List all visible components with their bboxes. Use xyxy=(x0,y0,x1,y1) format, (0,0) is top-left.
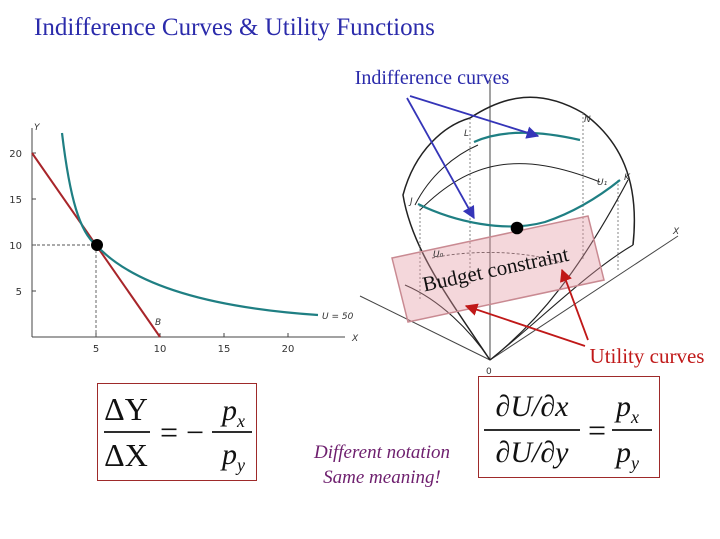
point-label-K: K xyxy=(624,173,631,183)
indifference-arrow xyxy=(409,95,540,139)
formula-left: ΔY ΔX = − px py xyxy=(104,391,252,475)
x-tick-label: 15 xyxy=(218,344,231,355)
y-axis-label: Y xyxy=(34,123,41,133)
indifference-curve-lower xyxy=(417,179,621,228)
surface-base-left xyxy=(404,284,491,361)
formula-right-price-x: px xyxy=(614,390,639,427)
utility-arrow xyxy=(560,268,589,341)
note-line-2: Same meaning! xyxy=(323,467,441,488)
base-projection xyxy=(431,252,561,263)
indifference-graph-2d: Y X 20 15 10 5 5 10 15 20 B U = 50 xyxy=(9,123,359,355)
label-u0: U₀ xyxy=(433,250,444,260)
axis-x-label-3d: X xyxy=(672,227,680,237)
y-tick-label: 10 xyxy=(9,241,22,252)
formula-right-denominator: ∂U/∂y xyxy=(496,436,570,469)
formula-left-operator: = − xyxy=(160,414,204,450)
y-tick-label: 5 xyxy=(16,287,22,298)
formula-left-numerator: ΔY xyxy=(104,391,148,427)
surface-grid-line xyxy=(414,144,479,206)
curve-label: U = 50 xyxy=(322,312,354,322)
point-label-L: L xyxy=(464,129,469,139)
y-axis-3d xyxy=(359,295,491,361)
indifference-curve xyxy=(60,132,319,317)
surface-grid-line xyxy=(419,163,601,211)
surface-right-edge xyxy=(582,112,636,246)
surface-top-edge xyxy=(469,96,584,119)
indifference-arrow xyxy=(406,97,475,220)
x-tick-label: 10 xyxy=(154,344,167,355)
surface-base-right xyxy=(489,244,634,361)
optimum-point xyxy=(510,221,524,235)
utility-curves-label: Utility curves xyxy=(590,344,705,368)
formula-left-price-x: px xyxy=(220,394,245,431)
formula-right-price-y: py xyxy=(614,436,639,473)
x-axis-3d xyxy=(489,235,679,361)
formula-left-denominator: ΔX xyxy=(104,437,148,473)
formula-right: ∂U/∂x ∂U/∂y = px py xyxy=(484,390,652,473)
y-tick-label: 15 xyxy=(9,195,22,206)
note-line-1: Different notation xyxy=(314,442,450,463)
formula-right-numerator: ∂U/∂x xyxy=(496,390,570,423)
point-label-N: N xyxy=(584,115,591,125)
origin-label: 0 xyxy=(486,367,492,377)
formula-right-box xyxy=(478,376,660,478)
notation-note: Different notation Same meaning! xyxy=(292,440,472,490)
x-axis-label: X xyxy=(351,334,359,344)
y-tick-label: 20 xyxy=(9,149,22,160)
utility-arrow xyxy=(464,303,586,347)
indifference-curves-label: Indifference curves xyxy=(355,67,510,89)
formula-left-price-y: py xyxy=(220,438,245,475)
label-u1: U₁ xyxy=(597,178,608,188)
tangency-point xyxy=(91,239,103,251)
page-title: Indifference Curves & Utility Functions xyxy=(34,14,435,41)
utility-surface-3d: X 0 L N J K U₁ U₀ Budget constraint xyxy=(355,67,705,377)
surface-left-edge xyxy=(402,117,491,361)
x-tick-label: 5 xyxy=(93,344,99,355)
point-label-J: J xyxy=(408,197,413,207)
formula-right-operator: = xyxy=(588,412,606,448)
x-tick-label: 20 xyxy=(282,344,295,355)
budget-line-label: B xyxy=(155,318,161,328)
